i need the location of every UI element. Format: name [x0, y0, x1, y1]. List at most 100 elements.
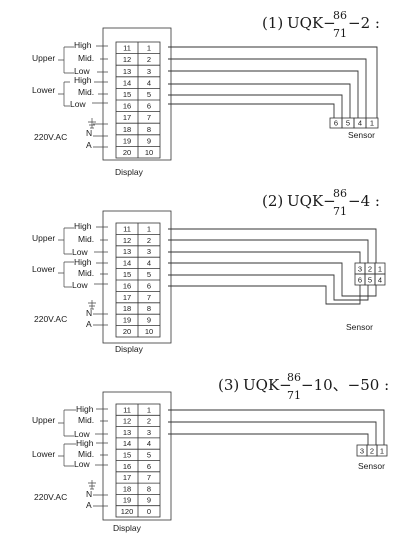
diagram-1-number: (1) — [262, 14, 283, 32]
diagram-2-model: UQK− — [287, 192, 336, 210]
lower-label-2: Lower — [32, 264, 55, 274]
sensor-pin-cell — [376, 444, 388, 457]
terminal-right-number: 8 — [147, 125, 151, 134]
wire-3-2 — [168, 421, 377, 445]
high-label-2a: High — [74, 221, 92, 231]
terminal-left-number: 19 — [123, 496, 131, 505]
wire-1-2 — [168, 58, 367, 118]
terminal-left-number: 20 — [123, 148, 131, 157]
diagram-1-frac-top: 86 — [333, 9, 347, 22]
terminal-left-number: 15 — [123, 270, 131, 279]
terminal-left-number: 11 — [123, 405, 131, 414]
diagram-3-model: UQK− — [243, 376, 292, 394]
diagram-2-frac-bottom: 71 — [333, 205, 347, 218]
terminal-right-number: 5 — [147, 451, 151, 460]
terminal-right-number: 3 — [147, 67, 151, 76]
terminal-right-number: 3 — [147, 428, 151, 437]
ground-symbol-3 — [88, 480, 96, 490]
terminal-left-number: 14 — [123, 78, 131, 87]
sensor-pin-number: 3 — [358, 265, 362, 274]
high-label-3b: High — [76, 438, 94, 448]
terminal-left-number: 16 — [123, 281, 131, 290]
terminal-right-number: 2 — [147, 417, 151, 426]
terminal-right-number: 9 — [147, 316, 151, 325]
terminal-left-number: 18 — [123, 304, 131, 313]
terminal-right-number: 7 — [147, 293, 151, 302]
terminal-left-number: 15 — [123, 90, 131, 99]
diagram-3-number: (3) — [218, 376, 239, 394]
lower-bracket-1 — [58, 81, 70, 107]
a-label-2: A — [86, 319, 92, 329]
terminal-right-number: 7 — [147, 113, 151, 122]
terminal-right-number: 5 — [147, 90, 151, 99]
high-label-1b: High — [74, 75, 92, 85]
terminal-right-number: 3 — [147, 247, 151, 256]
terminal-left-number: 12 — [123, 417, 131, 426]
lower-label-1: Lower — [32, 85, 55, 95]
display-1-label: Display — [115, 167, 144, 177]
terminal-left-number: 15 — [123, 451, 131, 460]
terminal-right-number: 9 — [147, 136, 151, 145]
upper-label-2: Upper — [32, 233, 55, 243]
a-label-1: A — [86, 140, 92, 150]
sensor-pin-number: 1 — [380, 447, 384, 456]
terminal-right-number: 2 — [147, 55, 151, 64]
diagram-2-number: (2) — [262, 192, 283, 210]
terminal-right-number: 2 — [147, 236, 151, 245]
terminal-left-number: 16 — [123, 462, 131, 471]
a-label-3: A — [86, 500, 92, 510]
sensor-2-label: Sensor — [346, 322, 373, 332]
terminal-left-number: 12 — [123, 236, 131, 245]
sensor-pin-number: 1 — [378, 265, 382, 274]
wire-2-5 — [168, 274, 369, 301]
terminal-right-number: 6 — [147, 102, 151, 111]
mid-label-1b: Mid. — [78, 87, 94, 97]
sensor-pin-number: 6 — [334, 119, 338, 128]
low-label-2a: Low — [72, 247, 88, 257]
terminal-left-number: 13 — [123, 67, 131, 76]
ac-label-1: 220V.AC — [34, 132, 67, 142]
terminal-right-number: 6 — [147, 462, 151, 471]
lower-bracket-3 — [58, 443, 76, 467]
diagram-1-model: UQK− — [287, 14, 336, 32]
sensor-pin-number: 4 — [358, 119, 362, 128]
diagram-1-suffix: −2 : — [348, 14, 380, 32]
upper-bracket-2 — [58, 227, 74, 255]
low-label-3a: Low — [74, 429, 90, 439]
wire-1-3 — [168, 70, 359, 118]
terminal-right-number: 5 — [147, 270, 151, 279]
high-label-3a: High — [76, 404, 94, 414]
sensor-pin-number: 5 — [346, 119, 350, 128]
sensor-3-label: Sensor — [358, 461, 385, 471]
terminal-right-number: 7 — [147, 473, 151, 482]
low-label-3b: Low — [74, 459, 90, 469]
terminal-right-number: 10 — [145, 148, 153, 157]
diagram-3-suffix: −10、−50 : — [301, 376, 389, 394]
diagram-2-suffix: −4 : — [348, 192, 380, 210]
wire-1-6 — [168, 103, 335, 118]
low-label-1b: Low — [70, 99, 86, 109]
display-2-label: Display — [115, 344, 144, 354]
terminal-right-number: 4 — [147, 259, 151, 268]
input-leads-2 — [93, 226, 108, 326]
sensor-pin-number: 2 — [370, 447, 374, 456]
terminal-right-number: 10 — [145, 327, 153, 336]
diagram-1-frac-bottom: 71 — [333, 27, 347, 40]
terminal-left-number: 18 — [123, 484, 131, 493]
terminal-left-number: 19 — [123, 136, 131, 145]
terminal-right-number: 1 — [147, 405, 151, 414]
low-label-1a: Low — [74, 66, 90, 76]
ac-label-3: 220V.AC — [34, 492, 67, 502]
upper-label-1: Upper — [32, 53, 55, 63]
mid-label-1a: Mid. — [78, 53, 94, 63]
diagram-2-frac-top: 86 — [333, 187, 347, 200]
sensor-pin-cell — [374, 273, 386, 286]
